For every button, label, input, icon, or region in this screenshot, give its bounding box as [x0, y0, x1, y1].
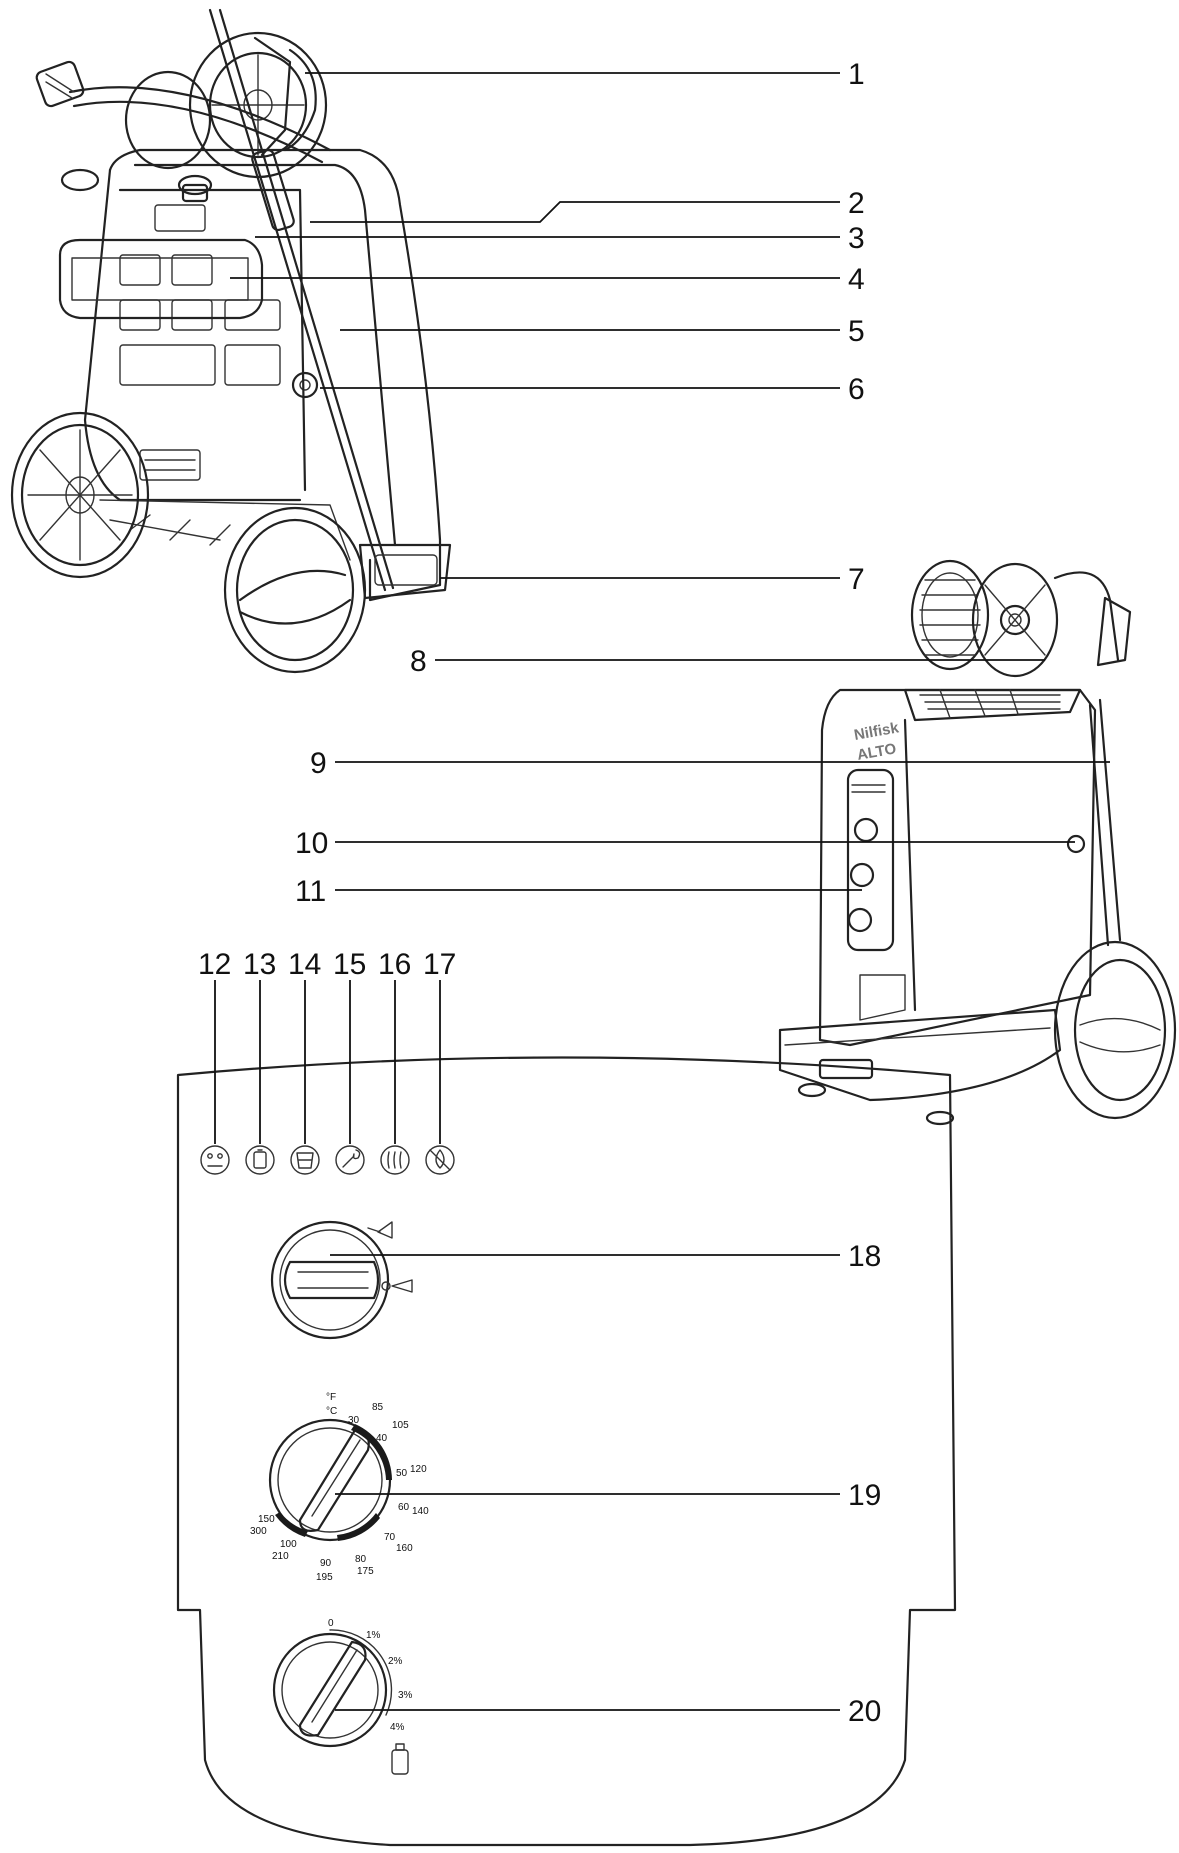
callout-20: 20 [848, 1695, 881, 1728]
main-body-front: Nilfisk ALTO [778, 688, 1177, 1126]
temp-c-50: 50 [396, 1468, 408, 1479]
detergent-1: 1% [366, 1630, 381, 1641]
wrench-icon [335, 1145, 365, 1175]
temp-f-175: 175 [357, 1566, 374, 1577]
callout-6: 6 [848, 373, 865, 406]
temp-f-120: 120 [410, 1464, 427, 1475]
temp-f-105: 105 [392, 1420, 409, 1431]
handle-bar-rear [35, 60, 332, 164]
temp-scale-arc-max [275, 1512, 308, 1537]
temp-c-100: 100 [280, 1539, 297, 1550]
callout-18: 18 [848, 1240, 881, 1273]
detergent-0: 0 [328, 1618, 334, 1629]
callout-9: 9 [310, 747, 327, 780]
temp-unit-f: °F [326, 1392, 336, 1403]
temp-c-40: 40 [376, 1433, 388, 1444]
callout-1: 1 [848, 58, 865, 91]
temp-c-60: 60 [398, 1502, 410, 1513]
spray-lance [208, 8, 395, 592]
callout-2: 2 [848, 187, 865, 220]
temp-f-210: 210 [272, 1551, 289, 1562]
callout-10: 10 [295, 827, 328, 860]
rear-wheels [10, 411, 367, 674]
temp-c-80: 80 [355, 1554, 367, 1565]
callout-14: 14 [288, 948, 321, 981]
low-pressure-nozzle-icon [367, 1221, 393, 1239]
temp-scale-arc-lower [337, 1513, 380, 1541]
callout-labels: 1 2 3 4 5 6 7 8 9 10 11 12 13 14 15 16 1… [198, 58, 881, 1728]
temp-f-85: 85 [372, 1402, 384, 1413]
temp-c-30: 30 [348, 1415, 360, 1426]
temp-f-160: 160 [396, 1543, 413, 1554]
detergent-4: 4% [390, 1722, 405, 1733]
indicator-icons-row [200, 1145, 455, 1175]
detergent-icon [290, 1145, 320, 1175]
detergent-3: 3% [398, 1690, 413, 1701]
temperature-dial: °F °C 30 85 40 105 50 120 60 140 70 160 … [250, 1392, 429, 1583]
temp-unit-c: °C [326, 1406, 337, 1417]
machine-rear-view [10, 8, 452, 674]
callout-12: 12 [198, 948, 231, 981]
temp-f-195: 195 [316, 1572, 333, 1583]
temp-scale-arc-upper [351, 1424, 392, 1480]
brand-model: ALTO [856, 740, 898, 764]
heater-icon [380, 1145, 410, 1175]
control-panel-detail: °F °C 30 85 40 105 50 120 60 140 70 160 … [176, 1056, 957, 1847]
callout-4: 4 [848, 263, 865, 296]
callout-7: 7 [848, 563, 865, 596]
callout-17: 17 [423, 948, 456, 981]
leader-lines [214, 72, 1110, 1711]
callout-5: 5 [848, 315, 865, 348]
plug-icon [200, 1145, 230, 1175]
callout-16: 16 [378, 948, 411, 981]
callout-11: 11 [295, 875, 326, 908]
main-body-rear [58, 148, 452, 602]
temp-f-140: 140 [412, 1506, 429, 1517]
temp-c-90: 90 [320, 1558, 332, 1569]
temp-c-70: 70 [384, 1532, 396, 1543]
high-pressure-nozzle-icon [381, 1279, 413, 1293]
nozzle-selector-dial [270, 1220, 413, 1340]
callout-3: 3 [848, 222, 865, 255]
callout-15: 15 [333, 948, 366, 981]
detergent-2: 2% [388, 1656, 403, 1667]
fuel-tank-icon [245, 1145, 275, 1175]
detergent-bottle-icon [391, 1743, 409, 1775]
callout-19: 19 [848, 1479, 881, 1512]
no-water-icon [425, 1145, 455, 1175]
callout-13: 13 [243, 948, 276, 981]
temp-c-150: 150 [258, 1514, 275, 1525]
temp-f-300: 300 [250, 1526, 267, 1537]
callout-8: 8 [410, 645, 427, 678]
detergent-dial: 0 1% 2% 3% 4% [272, 1618, 413, 1775]
hose-reel-front [910, 559, 1132, 678]
